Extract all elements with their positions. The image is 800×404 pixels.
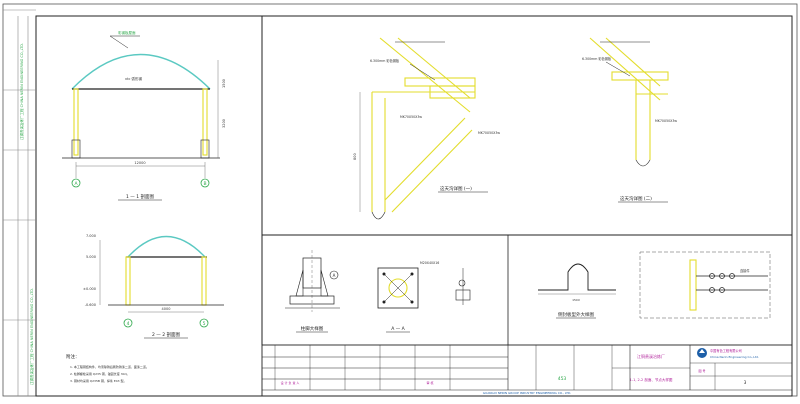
column-base-bubble: A — [333, 273, 336, 278]
column-base-title: 柱脚大样图 — [301, 325, 324, 332]
tb-footer: GUANGXI NERIN GROUP INDUSTRY ENGINEERING… — [483, 391, 572, 395]
section-2-2-title: 2 — 2 剖面图 — [152, 331, 181, 338]
connector-detail: 连接件 — [639, 251, 771, 319]
right-column-2 — [201, 256, 207, 306]
flashing-detail: 150X 侧封板型外大样图 — [538, 263, 616, 319]
tb-label-left: 设 计 负 责 人 — [281, 380, 300, 385]
detail-1-dim: 800 — [353, 153, 357, 160]
span-dimension: 12000 — [134, 161, 145, 165]
tb-drawing-title: 1-1, 2-2 剖面、节点大样图 — [630, 377, 673, 382]
detail-1-label-a: 6.300mm 彩色钢板 — [370, 58, 400, 63]
tb-company-en: China Nerin Engineering Co.,Ltd. — [710, 355, 759, 359]
detail-2-label-b: MK70X50X3w — [655, 119, 677, 123]
roof-note: 彩钢板屋面 — [118, 30, 136, 35]
flashing-title: 侧封板型外大样图 — [558, 311, 594, 318]
note-item-3: 3. 钢材均采用 Q235B 钢，焊条 E43 型。 — [70, 378, 127, 383]
elev-base: ±0.000 — [83, 287, 96, 291]
axis-bubble-4 — [123, 318, 133, 328]
title-block: 设 计 负 责 人 审 核 453 江铜贵溪冶炼厂 1-1, 2-2 剖面、节点… — [261, 344, 793, 397]
inner-frame — [35, 15, 793, 397]
detail-1-label-b: MK70X50X3w — [400, 115, 422, 119]
tb-label-right: 图 号 — [699, 368, 706, 373]
gutter-detail-1: 800 6.300mm 彩色钢板 MK70X50X3w MK70X50X3w 这… — [353, 37, 500, 220]
general-notes: 附注： 1. 本工程钢结构件，均须除锈后刷防锈漆二道，面漆二道。 2. 柱脚螺栓… — [66, 353, 149, 383]
span-dimension-2: 4000 — [162, 307, 171, 311]
left-strip-top-text: 江铜贵溪冶炼厂工程 CHINA NERIN ENGINEERING CO.,LT… — [19, 43, 24, 140]
section-2-2: 7.000 5.000 ±0.000 -0.600 4000 4 5 2 — 2… — [83, 234, 224, 339]
roof-label: vtc 弧形钢 — [125, 76, 142, 81]
axis-bubble-right — [200, 178, 210, 188]
detail-1-label-b2: MK70X50X3w — [478, 131, 500, 135]
dim-upper: 1500 — [222, 79, 226, 88]
elev-top: 7.000 — [86, 234, 96, 238]
section-1-1-title: 1 — 1 剖面图 — [126, 193, 155, 200]
detail-2-label-a: 6.300mm 彩色钢板 — [582, 56, 612, 61]
tb-label-mid: 审 核 — [427, 380, 434, 385]
roof-arch-2 — [127, 235, 206, 258]
connector-label: 连接件 — [740, 268, 750, 273]
gutter-detail-2: 6.300mm 彩色钢板 MK70X50X3w 这天沟详图 (二) — [582, 37, 677, 203]
axis-label-5: 5 — [203, 321, 206, 327]
column-base-detail: A 柱脚大样图 — [285, 250, 340, 333]
tb-stamp: 453 — [558, 376, 567, 382]
axis-label-right: B — [203, 181, 206, 187]
section-a-a-label: M20X40X16 — [420, 261, 439, 265]
notes-title: 附注： — [66, 353, 80, 360]
left-column — [73, 88, 79, 156]
axis-bubble-left — [71, 178, 81, 188]
dim-lower: 3200 — [222, 119, 226, 128]
axis-bubble-5 — [199, 318, 209, 328]
note-item-1: 1. 本工程钢结构件，均须除锈后刷防锈漆二道，面漆二道。 — [70, 364, 149, 369]
tb-project: 江铜贵溪冶炼厂 — [637, 353, 665, 359]
right-column — [202, 88, 208, 156]
flashing-small-label: 150X — [572, 298, 580, 302]
axis-label-4: 4 — [127, 321, 130, 327]
section-a-a: M20X40X16 A — A — [377, 261, 471, 333]
tb-sheet-no: 3 — [744, 380, 747, 385]
tb-company-cn: 中国有色工程有限公司 — [710, 348, 742, 353]
axis-label-left: A — [74, 181, 78, 187]
note-item-2: 2. 柱脚螺栓采用 Q235 钢，锚固长度 30d。 — [70, 371, 130, 376]
section-1-1: 12000 彩钢板屋面 vtc 弧形钢 1500 3200 A B 1 — 1 … — [62, 30, 226, 201]
elev-low: -0.600 — [85, 303, 96, 307]
left-column-2 — [125, 256, 131, 306]
elev-mid: 5.000 — [86, 255, 96, 259]
roof-arch — [71, 53, 211, 90]
left-strip-bottom-text: 江铜贵溪冶炼厂工程 CHINA NERIN ENGINEERING CO.,LT… — [29, 288, 34, 385]
detail-1-title: 这天沟详图 (一) — [440, 185, 472, 192]
detail-2-title: 这天沟详图 (二) — [620, 195, 652, 202]
section-a-a-title: A — A — [391, 326, 405, 332]
left-margin-strip: 江铜贵溪冶炼厂工程 CHINA NERIN ENGINEERING CO.,LT… — [3, 9, 36, 396]
